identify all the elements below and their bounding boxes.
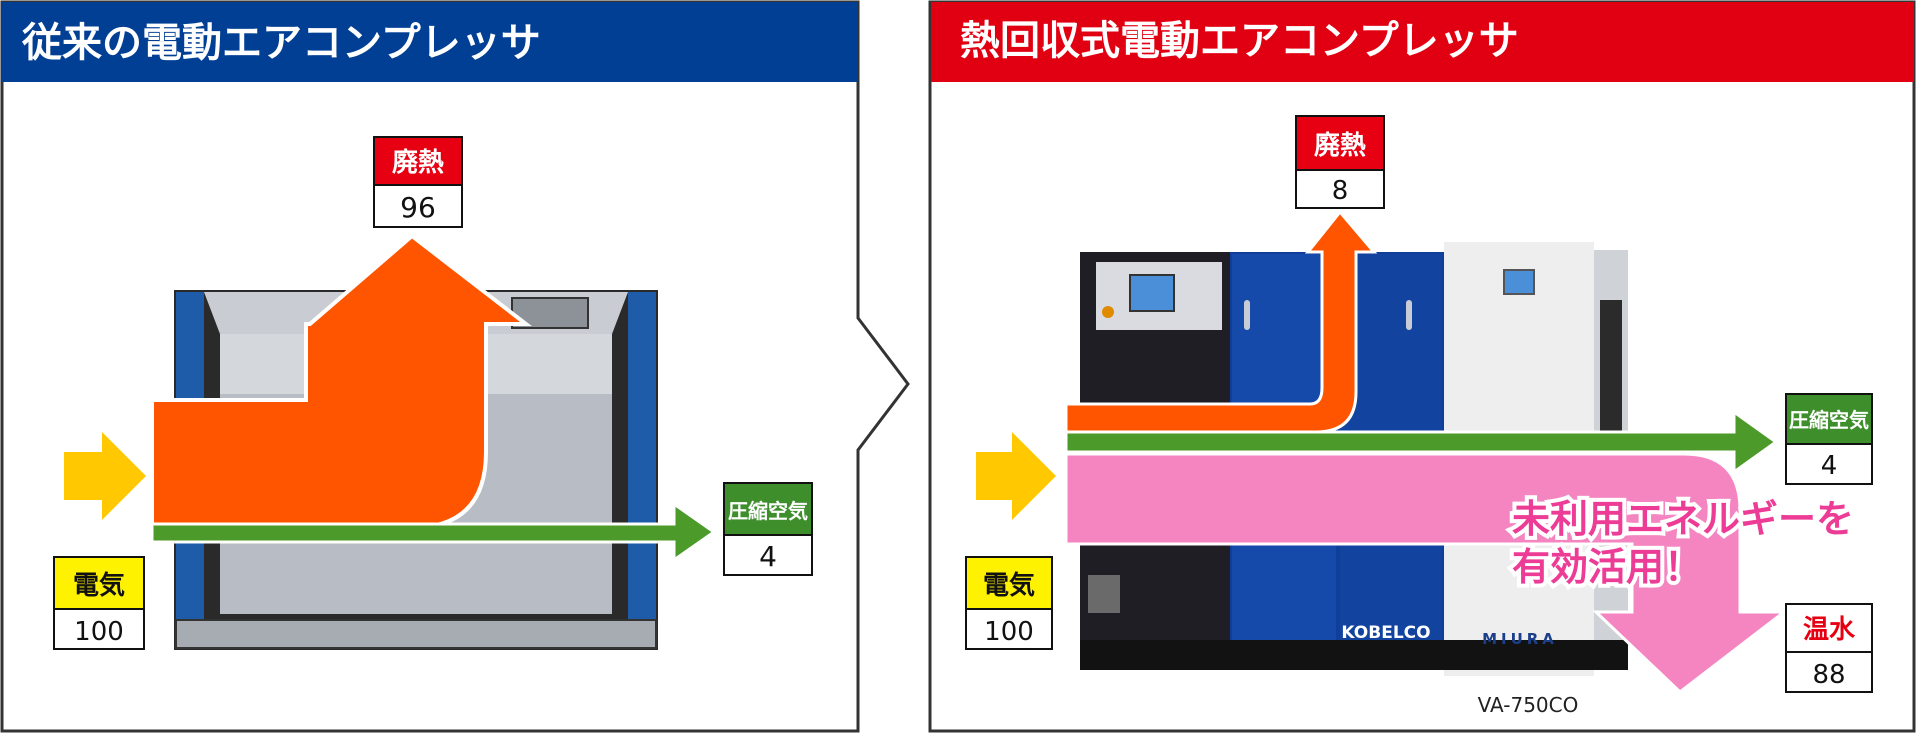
- right-hot-water-value: 88: [1812, 660, 1845, 690]
- right-hot-water-title: 温水: [1803, 615, 1856, 645]
- machine-vent-grille: [1088, 575, 1120, 613]
- compressor-base: [175, 619, 657, 649]
- left-waste-heat-value: 96: [400, 191, 436, 224]
- right-panel-title: 熱回収式電動エアコンプレッサ: [960, 18, 1519, 64]
- machine-white-display: [1503, 269, 1535, 295]
- right-compressed-air-title: 圧縮空気: [1789, 408, 1869, 432]
- brand-miura: MIURA: [1482, 630, 1558, 648]
- model-name: VA-750CO: [1478, 693, 1579, 717]
- brand-kobelco: KOBELCO: [1341, 623, 1430, 643]
- machine-emergency-button: [1102, 306, 1114, 318]
- right-electricity-value: 100: [984, 617, 1034, 647]
- right-panel-header: [931, 2, 1914, 82]
- left-compressed-air-title: 圧縮空気: [728, 499, 808, 523]
- right-waste-heat-label: 廃熱 8: [1295, 115, 1385, 209]
- right-electricity-title: 電気: [983, 570, 1035, 601]
- right-compressed-air-arrow: [1064, 409, 1779, 475]
- machine-base: [1080, 640, 1628, 670]
- right-compressed-air-label: 圧縮空気 4: [1785, 393, 1873, 485]
- right-hot-water-arrow: [1064, 452, 1789, 694]
- left-panel: 従来の電動エアコンプレッサ 廃熱 96 圧縮空気: [0, 0, 910, 733]
- right-waste-heat-title: 廃熱: [1314, 130, 1366, 161]
- left-electricity-label: 電気 100: [53, 556, 145, 650]
- left-compressed-air-label: 圧縮空気 4: [723, 482, 813, 576]
- left-waste-heat-title: 廃熱: [392, 147, 444, 178]
- left-compressed-air-arrow: [150, 501, 717, 563]
- left-electricity-arrow: [64, 432, 146, 520]
- left-panel-header: [2, 2, 858, 82]
- machine-door-handle-2: [1406, 300, 1412, 330]
- left-compressed-air-value: 4: [759, 540, 777, 573]
- right-panel: 熱回収式電動エアコンプレッサ KOBELCO MIURA: [928, 0, 1916, 733]
- left-electricity-title: 電気: [73, 570, 125, 601]
- right-electricity-label: 電気 100: [965, 556, 1053, 650]
- callout-line-2: 有効活用！: [1512, 545, 1702, 589]
- machine-side-grille: [1600, 300, 1622, 440]
- left-waste-heat-label: 廃熱 96: [373, 136, 463, 228]
- machine-door-handle-1: [1244, 300, 1250, 330]
- left-panel-title: 従来の電動エアコンプレッサ: [21, 20, 541, 66]
- right-electricity-arrow: [976, 432, 1056, 520]
- right-waste-heat-value: 8: [1332, 176, 1349, 206]
- right-hot-water-label: 温水 88: [1785, 603, 1873, 693]
- right-waste-heat-arrow: [1064, 209, 1378, 434]
- right-compressed-air-value: 4: [1821, 451, 1838, 481]
- compressor-side-right: [628, 292, 656, 622]
- callout-line-1: 未利用エネルギーを: [1512, 497, 1854, 541]
- machine-display-screen: [1129, 274, 1175, 312]
- left-electricity-value: 100: [74, 617, 124, 647]
